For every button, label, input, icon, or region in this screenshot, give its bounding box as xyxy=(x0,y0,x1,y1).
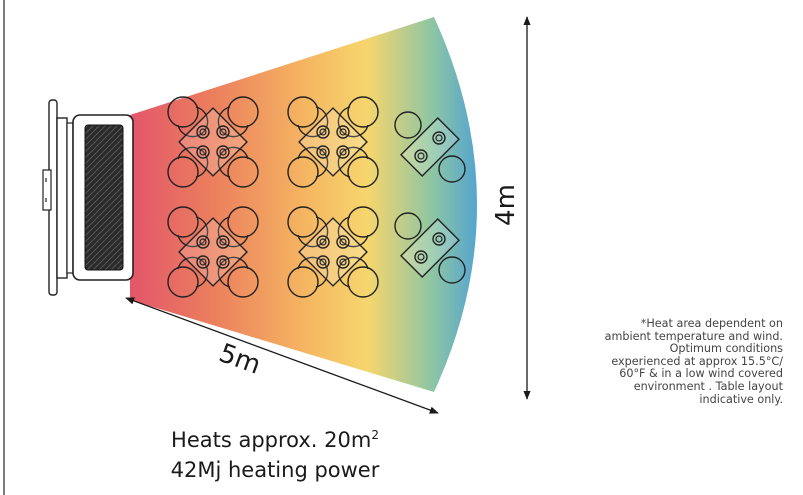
footnote-text: *Heat area dependent on ambient temperat… xyxy=(604,317,783,406)
coverage-line: Heats approx. 20m2 xyxy=(171,428,379,452)
width-label: 4m xyxy=(491,184,521,226)
heat-area-fan xyxy=(130,17,477,392)
power-line: 42Mj heating power xyxy=(170,458,380,482)
patio-heater-icon xyxy=(42,99,134,296)
depth-dimension-arrow xyxy=(125,297,439,414)
depth-label: 5m xyxy=(215,338,265,381)
heating-caption: Heats approx. 20m2 42Mj heating power xyxy=(130,420,420,485)
